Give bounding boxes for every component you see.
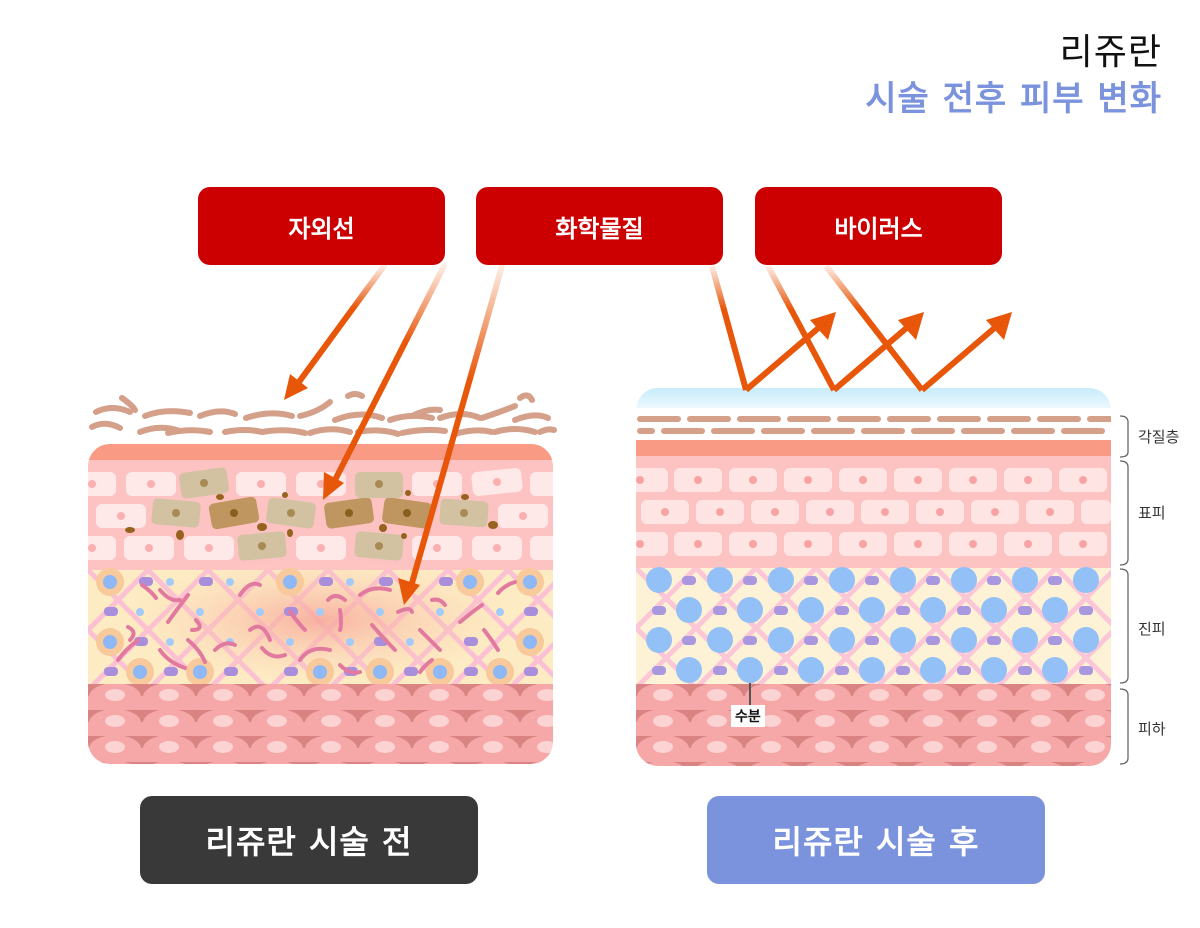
cause-virus: 바이러스	[755, 187, 1002, 265]
title-brand: 리쥬란	[1059, 32, 1162, 73]
fibroblasts-before	[96, 568, 544, 686]
arrowheads-before	[284, 374, 420, 605]
before-skin-panel	[88, 391, 557, 764]
after-skin-panel	[636, 388, 1111, 766]
layer-label-stratum-corneum: 각질층	[1138, 428, 1180, 446]
moisture-label: 수분	[731, 705, 765, 727]
cause-chemicals-label: 화학물질	[555, 214, 644, 243]
cause-virus-label: 바이러스	[834, 214, 923, 243]
cause-uv-label: 자외선	[288, 214, 355, 243]
pigmented-cells	[125, 467, 498, 561]
caption-after: 리쥬란 시술 후	[707, 796, 1045, 884]
caption-after-text: 리쥬란 시술 후	[772, 823, 980, 861]
reflected-arrows-out	[744, 322, 1000, 393]
broken-collagen	[116, 580, 517, 675]
cause-uv: 자외선	[198, 187, 445, 265]
fibroblasts-after	[652, 576, 1093, 675]
title-subtitle: 시술 전후 피부 변화	[865, 79, 1162, 119]
moisture-cells	[646, 567, 1099, 683]
cause-chemicals: 화학물질	[476, 187, 723, 265]
caption-before: 리쥬란 시술 전	[140, 796, 478, 884]
arrowheads-after	[810, 312, 1012, 340]
layer-brackets	[1119, 415, 1129, 765]
layer-label-dermis: 진피	[1138, 620, 1166, 638]
title-block: 리쥬란 시술 전후 피부 변화	[865, 30, 1162, 122]
reflected-arrows-in	[709, 264, 925, 392]
layer-label-epidermis: 표피	[1138, 504, 1166, 522]
penetrating-arrows	[293, 263, 505, 593]
layer-label-subcutis: 피하	[1138, 720, 1166, 738]
caption-before-text: 리쥬란 시술 전	[205, 823, 413, 861]
scattered-stratum	[89, 391, 557, 437]
aligned-stratum	[637, 416, 1111, 434]
